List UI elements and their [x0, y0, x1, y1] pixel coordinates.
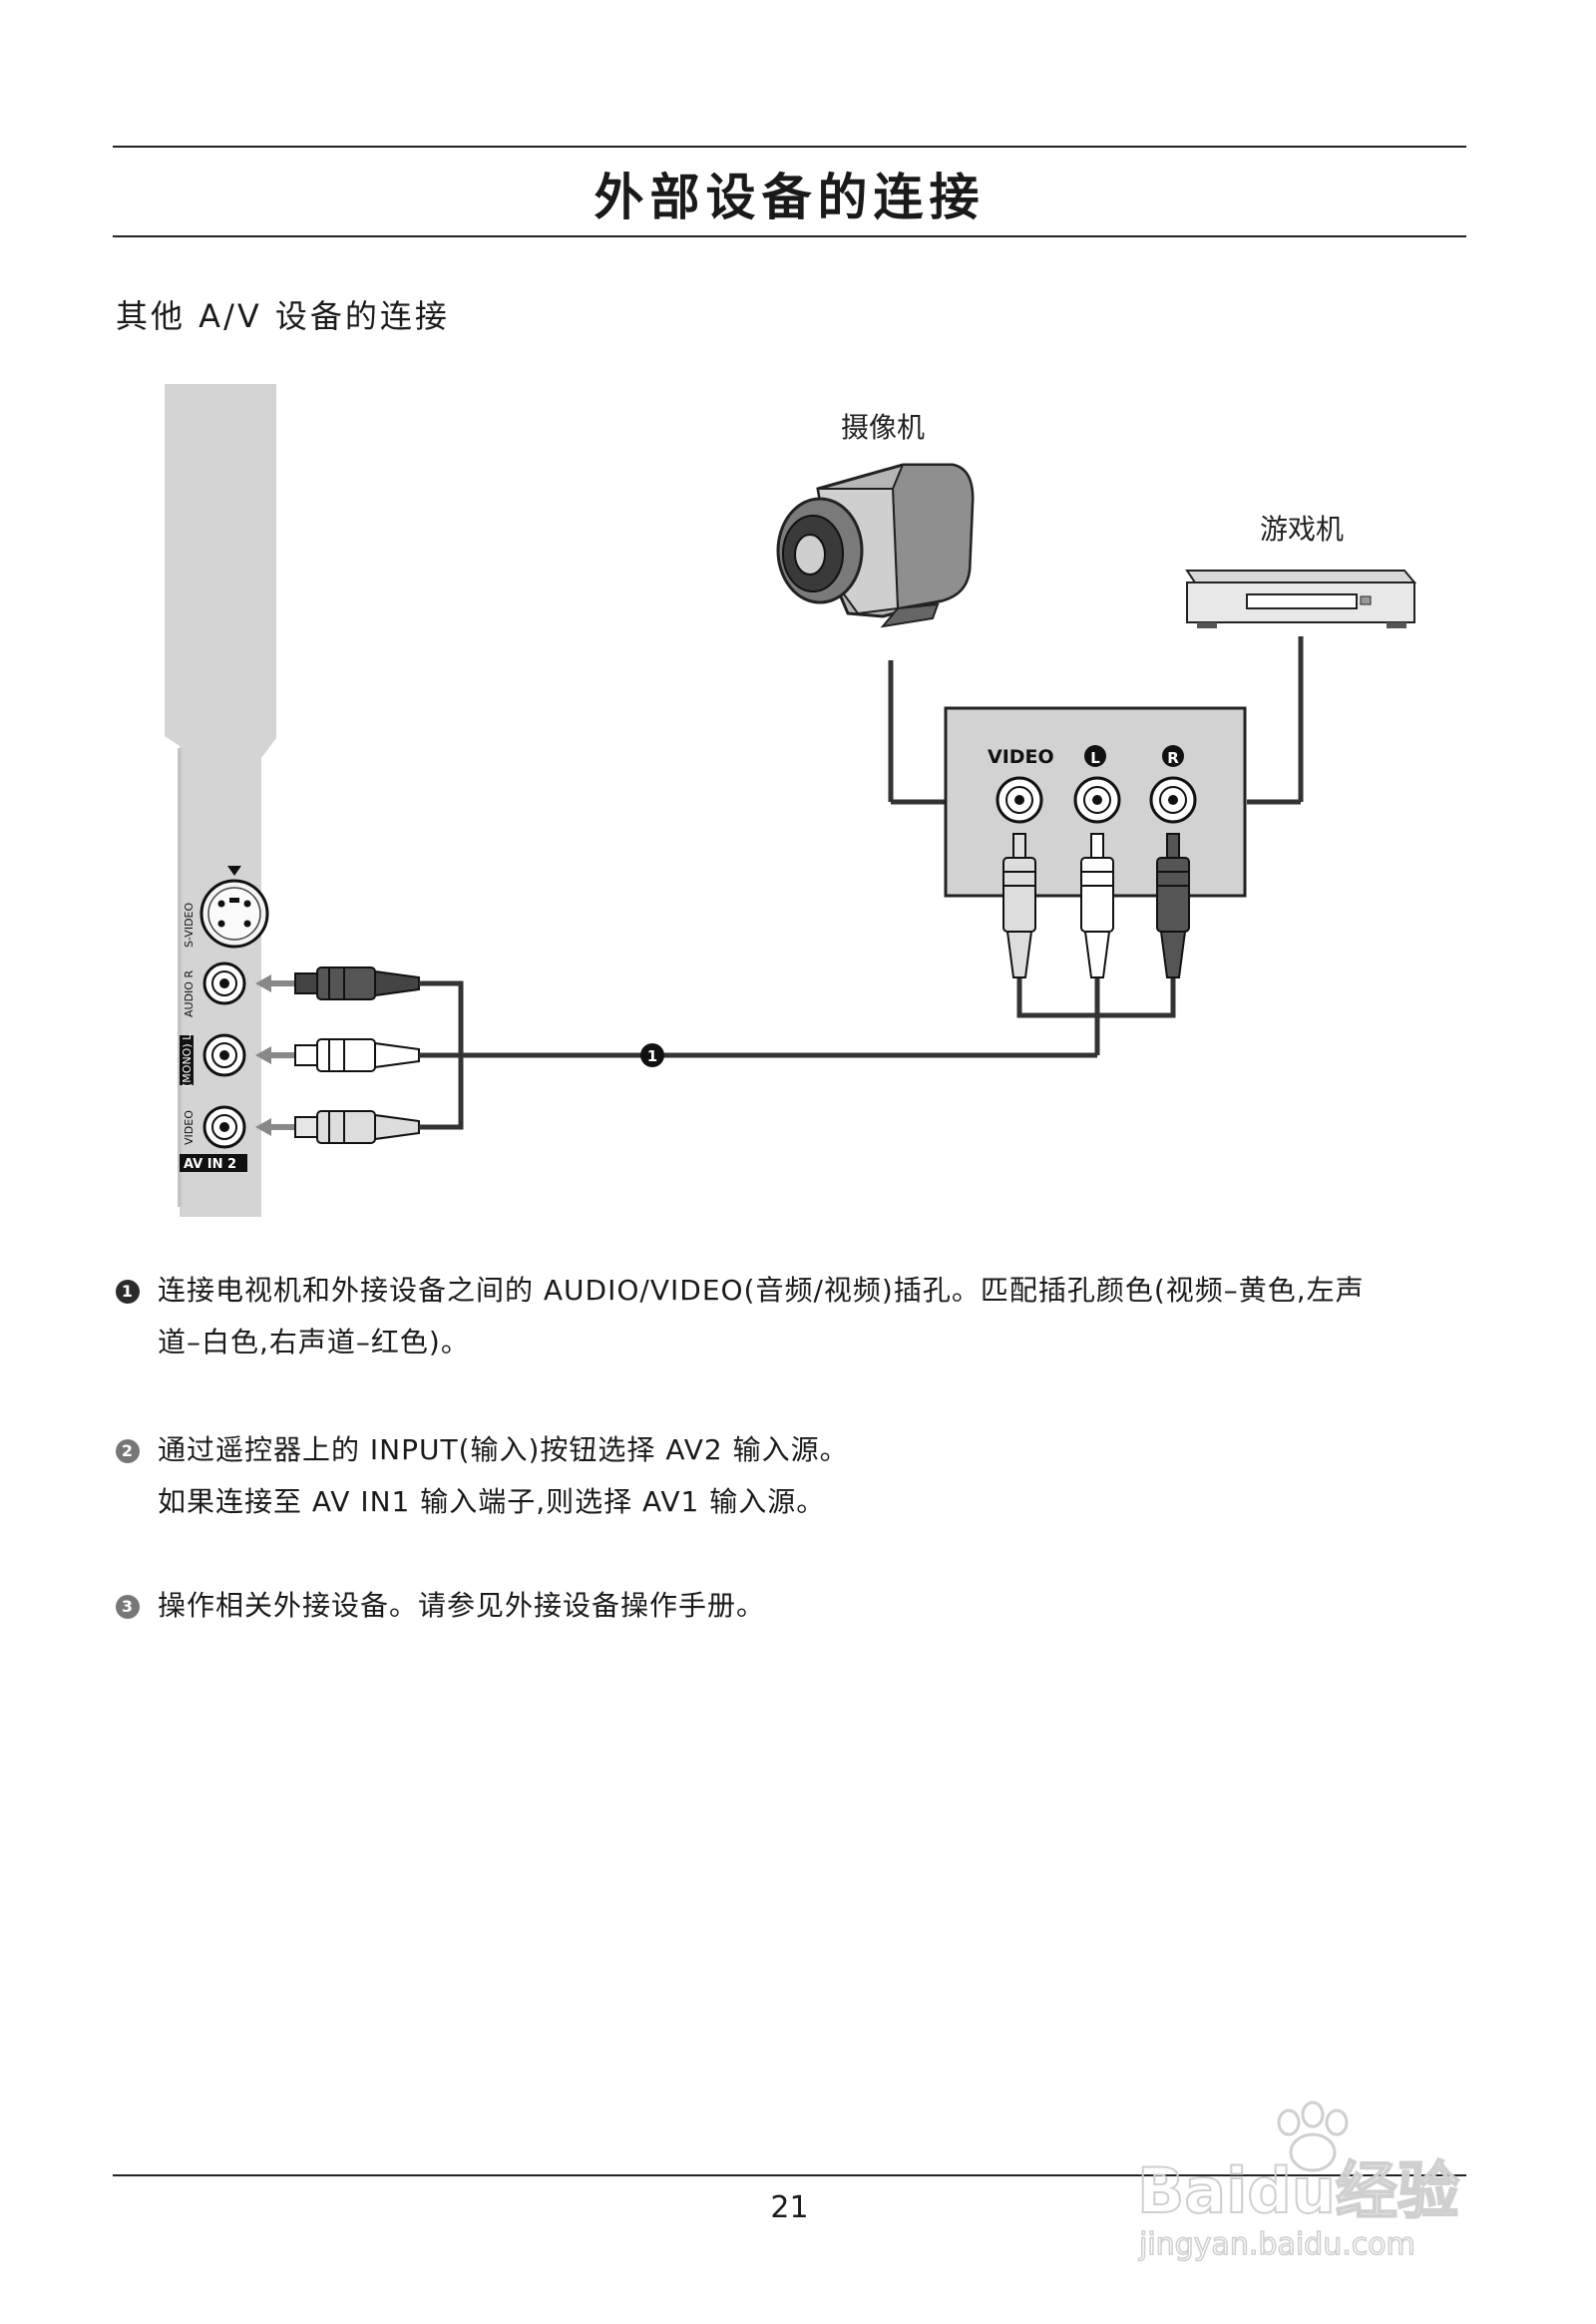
note-2-line-2: 如果连接至 AV IN1 输入端子,则选择 AV1 输入源。 — [158, 1485, 826, 1518]
svideo-label: S-VIDEO — [183, 903, 196, 948]
panel-plug-white — [1080, 833, 1114, 978]
tv-av-in-label: AV IN 2 — [184, 1157, 236, 1172]
tv-plug-red — [294, 967, 420, 1000]
panel-video-jack — [996, 776, 1043, 824]
panel-video-label: VIDEO — [988, 746, 1054, 768]
panel-right-label: R — [1167, 749, 1179, 767]
paw-icon — [1277, 2101, 1349, 2172]
panel-left-badge — [1084, 745, 1106, 767]
note-2-number: 2 — [116, 1439, 140, 1463]
note-1-line-1: 连接电视机和外接设备之间的 AUDIO/VIDEO(音频/视频)插孔。匹配插孔颜… — [158, 1274, 1365, 1307]
watermark-url: jingyan.baidu.com — [1138, 2227, 1415, 2262]
note-3-line-1: 操作相关外接设备。请参见外接设备操作手册。 — [158, 1589, 766, 1622]
note-2-line-1: 通过遥控器上的 INPUT(输入)按钮选择 AV2 输入源。 — [158, 1433, 849, 1466]
baidu-watermark: Baidu经验 jingyan.baidu.com — [1136, 2101, 1460, 2263]
tv-plug-white — [294, 1038, 420, 1072]
camcorder-illustration — [776, 463, 975, 628]
av-cable — [419, 977, 1176, 1130]
game-console-illustration — [1185, 570, 1417, 628]
top-rule — [113, 146, 1466, 148]
page-number: 21 — [770, 2190, 809, 2225]
section-subtitle: 其他 A/V 设备的连接 — [116, 297, 450, 335]
note-1-line-2: 道–白色,右声道–红色)。 — [158, 1326, 470, 1358]
tv-audio-r-jack — [202, 962, 246, 1005]
connection-diagram: S-VIDEO AUDIO R (MONO) L VIDEO AV IN 2 — [165, 384, 1417, 1217]
svideo-jack — [200, 866, 269, 949]
title-bottom-rule — [113, 235, 1466, 237]
insert-arrows — [255, 974, 295, 1136]
panel-right-jack — [1149, 776, 1197, 824]
callout-number: 1 — [647, 1047, 657, 1065]
tv-audio-l-label: (MONO) L — [181, 1033, 194, 1087]
callout-badge — [640, 1043, 664, 1067]
panel-left-label: L — [1090, 749, 1100, 767]
page-title: 外部设备的连接 — [594, 169, 986, 226]
note-3-number: 3 — [116, 1595, 140, 1619]
panel-plug-yellow — [1002, 833, 1036, 978]
note-3: 3 操作相关外接设备。请参见外接设备操作手册。 — [116, 1580, 1472, 1632]
camcorder-label: 摄像机 — [841, 411, 925, 444]
note-1: 1 连接电视机和外接设备之间的 AUDIO/VIDEO(音频/视频)插孔。匹配插孔… — [116, 1265, 1472, 1368]
tv-plug-yellow — [294, 1110, 420, 1144]
tv-video-jack — [202, 1105, 246, 1149]
tv-audio-r-label: AUDIO R — [183, 970, 196, 1017]
panel-right-badge — [1162, 745, 1184, 767]
footer-rule — [113, 2174, 1466, 2176]
tv-audio-l-jack — [202, 1033, 246, 1077]
panel-left-jack — [1073, 776, 1121, 824]
panel-plug-red — [1156, 833, 1190, 978]
console-label: 游戏机 — [1260, 513, 1344, 546]
tv-video-label: VIDEO — [183, 1110, 196, 1145]
watermark-brand: Baidu经验 — [1137, 2154, 1459, 2227]
note-2: 2 通过遥控器上的 INPUT(输入)按钮选择 AV2 输入源。 如果连接至 AV… — [116, 1424, 1472, 1528]
tv-side-panel — [165, 384, 276, 1217]
note-1-number: 1 — [116, 1280, 140, 1304]
